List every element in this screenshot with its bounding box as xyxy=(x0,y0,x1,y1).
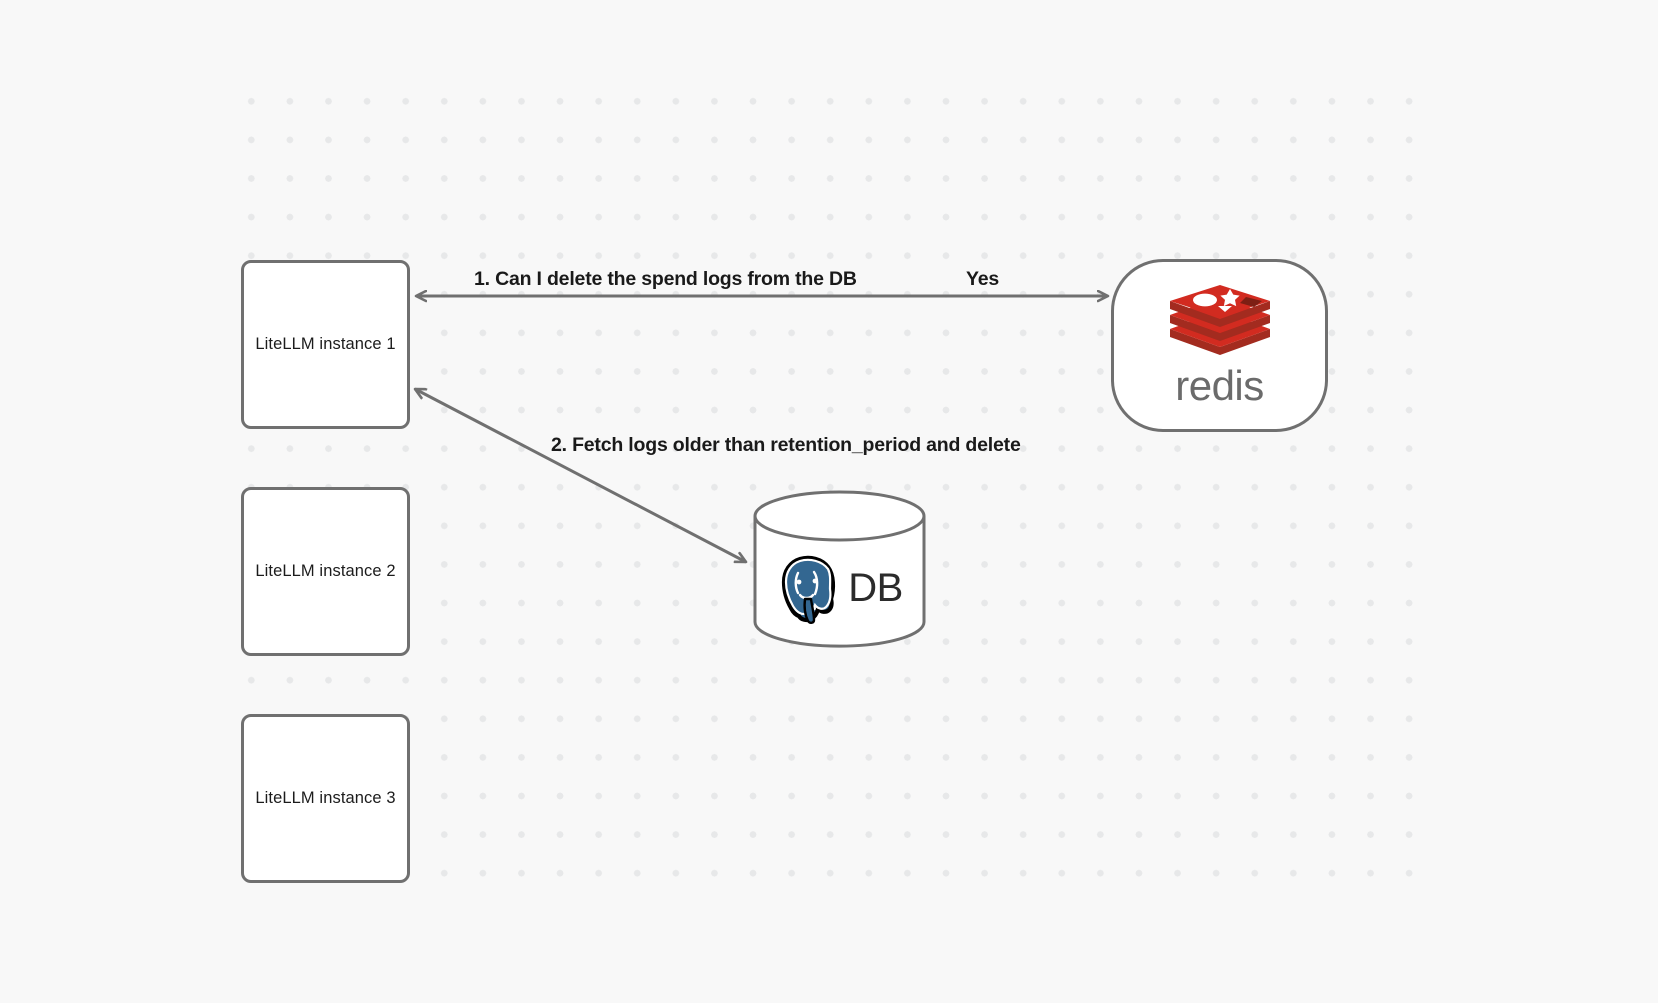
edge-label-step-1: 1. Can I delete the spend logs from the … xyxy=(474,268,857,290)
node-litellm-instance-3-label: LiteLLM instance 3 xyxy=(255,789,396,807)
redis-logo-icon xyxy=(1169,284,1270,355)
redis-logo-group: redis xyxy=(1166,284,1274,409)
edge-litellm1-to-db xyxy=(415,387,746,564)
node-redis-label: redis xyxy=(1175,361,1264,409)
db-logo-group: DB xyxy=(752,490,927,648)
edge-label-step-1-reply: Yes xyxy=(966,268,1000,290)
node-litellm-instance-2[interactable]: LiteLLM instance 2 xyxy=(241,487,410,656)
node-db-label: DB xyxy=(848,565,903,610)
node-litellm-instance-1-label: LiteLLM instance 1 xyxy=(255,335,396,353)
node-redis[interactable]: redis xyxy=(1111,259,1328,432)
node-litellm-instance-3[interactable]: LiteLLM instance 3 xyxy=(241,714,410,883)
node-litellm-instance-2-label: LiteLLM instance 2 xyxy=(255,562,396,580)
node-litellm-instance-1[interactable]: LiteLLM instance 1 xyxy=(241,260,410,429)
node-db[interactable]: DB xyxy=(752,490,927,648)
edge-label-step-2: 2. Fetch logs older than retention_perio… xyxy=(551,434,1021,456)
postgresql-elephant-icon xyxy=(782,555,836,624)
